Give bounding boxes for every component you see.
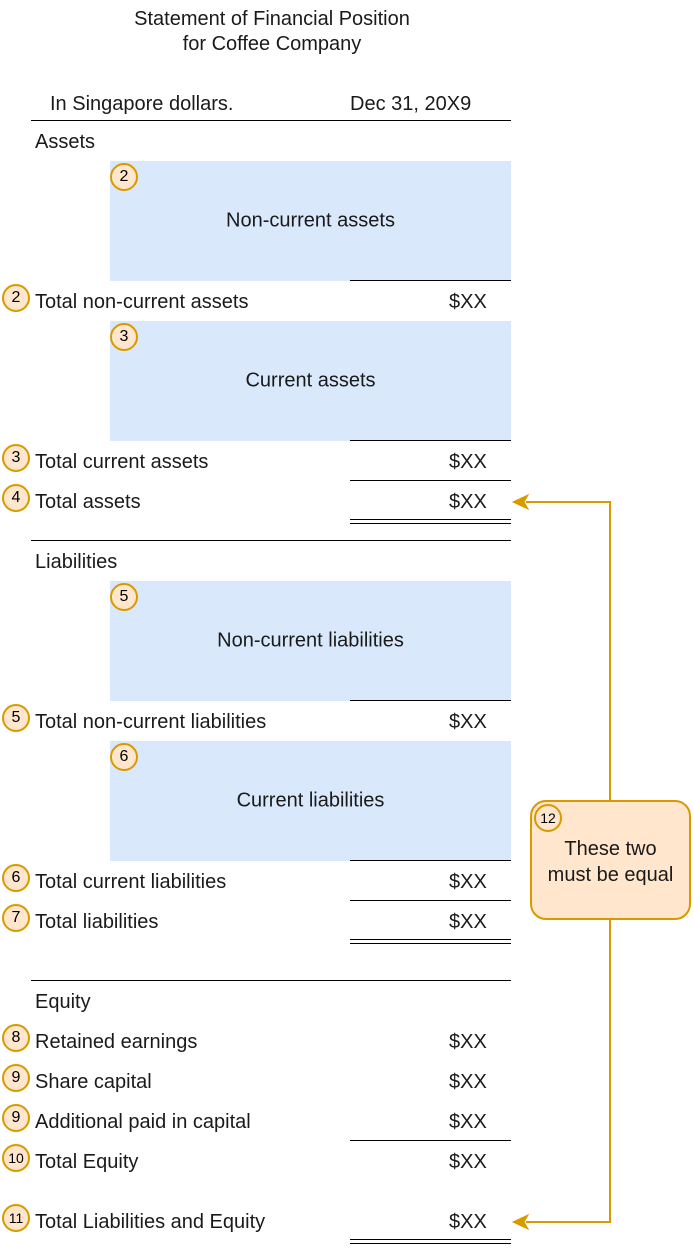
section-rule bbox=[31, 540, 511, 541]
subtotal-rule bbox=[350, 900, 511, 901]
badge-10: 10 bbox=[2, 1144, 30, 1172]
total-current-liabilities-label: Total current liabilities bbox=[35, 871, 227, 893]
badge-2: 2 bbox=[110, 163, 138, 191]
non-current-liabilities-label: Non-current liabilities bbox=[217, 629, 404, 652]
non-current-assets-label: Non-current assets bbox=[226, 209, 395, 232]
subtotal-rule bbox=[350, 700, 511, 701]
badge-4: 4 bbox=[2, 484, 30, 512]
badge-2: 2 bbox=[2, 284, 30, 312]
arrowhead-total-assets bbox=[511, 493, 530, 511]
badge-12: 12 bbox=[534, 804, 562, 832]
subtotal-rule bbox=[350, 860, 511, 861]
total-liabilities-value: $XX bbox=[449, 911, 487, 933]
period-header: Dec 31, 20X9 bbox=[350, 93, 472, 115]
current-assets-label: Current assets bbox=[245, 369, 376, 392]
double-rule bbox=[350, 1243, 511, 1244]
subtotal-rule bbox=[350, 440, 511, 441]
total-current-assets-value: $XX bbox=[449, 451, 487, 473]
total-non-current-liabilities-label: Total non-current liabilities bbox=[35, 711, 267, 733]
badge-6: 6 bbox=[2, 864, 30, 892]
title-line-1: Statement of Financial Position bbox=[134, 8, 410, 30]
total-assets-label: Total assets bbox=[35, 491, 141, 513]
section-assets: Assets bbox=[35, 131, 96, 153]
double-rule bbox=[350, 943, 511, 944]
non-current-assets-box: 2 Non-current assets bbox=[110, 161, 511, 281]
badge-9: 9 bbox=[2, 1064, 30, 1092]
header-rule bbox=[31, 120, 511, 121]
badge-6: 6 bbox=[110, 743, 138, 771]
badge-11: 11 bbox=[2, 1204, 30, 1232]
badge-3: 3 bbox=[2, 444, 30, 472]
total-liabilities-label: Total liabilities bbox=[35, 911, 159, 933]
note-line-1: These two bbox=[564, 838, 657, 860]
total-assets-value: $XX bbox=[449, 491, 487, 513]
total-liabilities-and-equity-value: $XX bbox=[449, 1211, 487, 1233]
double-rule bbox=[350, 519, 511, 520]
total-current-assets-label: Total current assets bbox=[35, 451, 209, 473]
total-equity-label: Total Equity bbox=[35, 1151, 139, 1173]
total-current-liabilities-value: $XX bbox=[449, 871, 487, 893]
connector-line-bottom bbox=[526, 920, 611, 1223]
statement-title: Statement of Financial Position for Coff… bbox=[72, 7, 472, 57]
badge-3: 3 bbox=[110, 323, 138, 351]
retained-earnings-label: Retained earnings bbox=[35, 1031, 198, 1053]
current-assets-box: 3 Current assets bbox=[110, 321, 511, 441]
arrowhead-total-liabilities-equity bbox=[511, 1213, 530, 1231]
badge-5: 5 bbox=[110, 583, 138, 611]
currency-note: In Singapore dollars. bbox=[50, 93, 234, 115]
connector-line-top bbox=[526, 501, 611, 800]
badge-5: 5 bbox=[2, 704, 30, 732]
retained-earnings-value: $XX bbox=[449, 1031, 487, 1053]
total-non-current-assets-value: $XX bbox=[449, 291, 487, 313]
total-non-current-assets-label: Total non-current assets bbox=[35, 291, 249, 313]
subtotal-rule bbox=[350, 1140, 511, 1141]
total-liabilities-and-equity-label: Total Liabilities and Equity bbox=[35, 1211, 266, 1233]
badge-8: 8 bbox=[2, 1024, 30, 1052]
current-liabilities-label: Current liabilities bbox=[236, 789, 385, 812]
total-equity-value: $XX bbox=[449, 1151, 487, 1173]
section-liabilities: Liabilities bbox=[35, 551, 118, 573]
additional-paid-in-capital-value: $XX bbox=[449, 1111, 487, 1133]
additional-paid-in-capital-label: Additional paid in capital bbox=[35, 1111, 251, 1133]
subtotal-rule bbox=[350, 280, 511, 281]
equality-note: 12 These two must be equal bbox=[530, 800, 691, 920]
share-capital-label: Share capital bbox=[35, 1071, 152, 1093]
section-equity: Equity bbox=[35, 991, 91, 1013]
non-current-liabilities-box: 5 Non-current liabilities bbox=[110, 581, 511, 701]
subtotal-rule bbox=[350, 480, 511, 481]
double-rule bbox=[350, 1239, 511, 1240]
badge-9: 9 bbox=[2, 1104, 30, 1132]
total-non-current-liabilities-value: $XX bbox=[449, 711, 487, 733]
current-liabilities-box: 6 Current liabilities bbox=[110, 741, 511, 861]
note-line-2: must be equal bbox=[547, 864, 674, 886]
section-rule bbox=[31, 980, 511, 981]
double-rule bbox=[350, 939, 511, 940]
badge-7: 7 bbox=[2, 904, 30, 932]
title-line-2: for Coffee Company bbox=[182, 33, 362, 55]
double-rule bbox=[350, 523, 511, 524]
note-text: These two must be equal bbox=[532, 836, 689, 888]
share-capital-value: $XX bbox=[449, 1071, 487, 1093]
